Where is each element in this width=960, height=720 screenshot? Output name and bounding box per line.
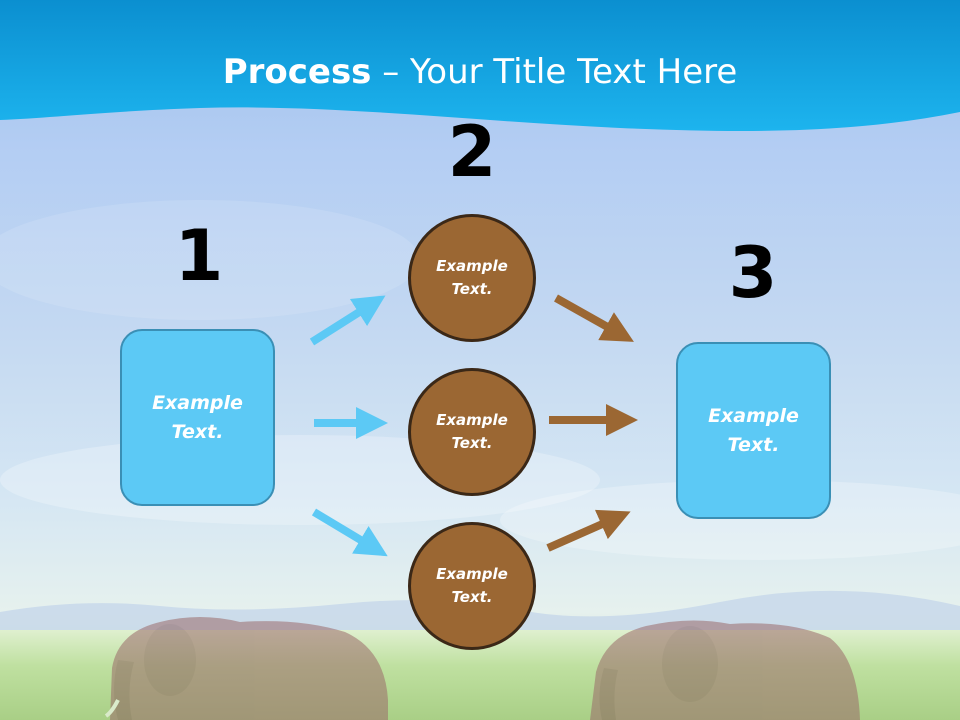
process-circle-bottom: Example Text.: [408, 522, 536, 650]
slide-title: Process – Your Title Text Here: [0, 52, 960, 92]
process-box-end: Example Text.: [676, 342, 831, 519]
process-circle-top-text: Example Text.: [436, 257, 508, 298]
title-banner: [0, 0, 960, 131]
arrow-icon: [309, 295, 386, 346]
elephant-right-icon: [590, 620, 860, 720]
cloud-shape: [0, 200, 420, 320]
title-rest-text: – Your Title Text Here: [371, 52, 738, 92]
arrow-icon: [554, 294, 634, 342]
elephant-left-icon: [104, 617, 388, 720]
step-number-3: 3: [728, 232, 778, 314]
arrow-icon: [311, 508, 388, 557]
cloud-shape: [500, 480, 960, 560]
step-number-2: 2: [447, 111, 497, 193]
process-box-start: Example Text.: [120, 329, 275, 506]
step-number-1: 1: [174, 215, 224, 297]
arrow-icon: [546, 509, 631, 552]
title-bold-text: Process: [222, 52, 372, 92]
process-box-start-text: Example Text.: [152, 391, 243, 443]
process-circle-top: Example Text.: [408, 214, 536, 342]
process-circle-middle: Example Text.: [408, 368, 536, 496]
process-circle-bottom-text: Example Text.: [436, 565, 508, 606]
process-circle-middle-text: Example Text.: [436, 411, 508, 452]
process-box-end-text: Example Text.: [708, 404, 799, 456]
